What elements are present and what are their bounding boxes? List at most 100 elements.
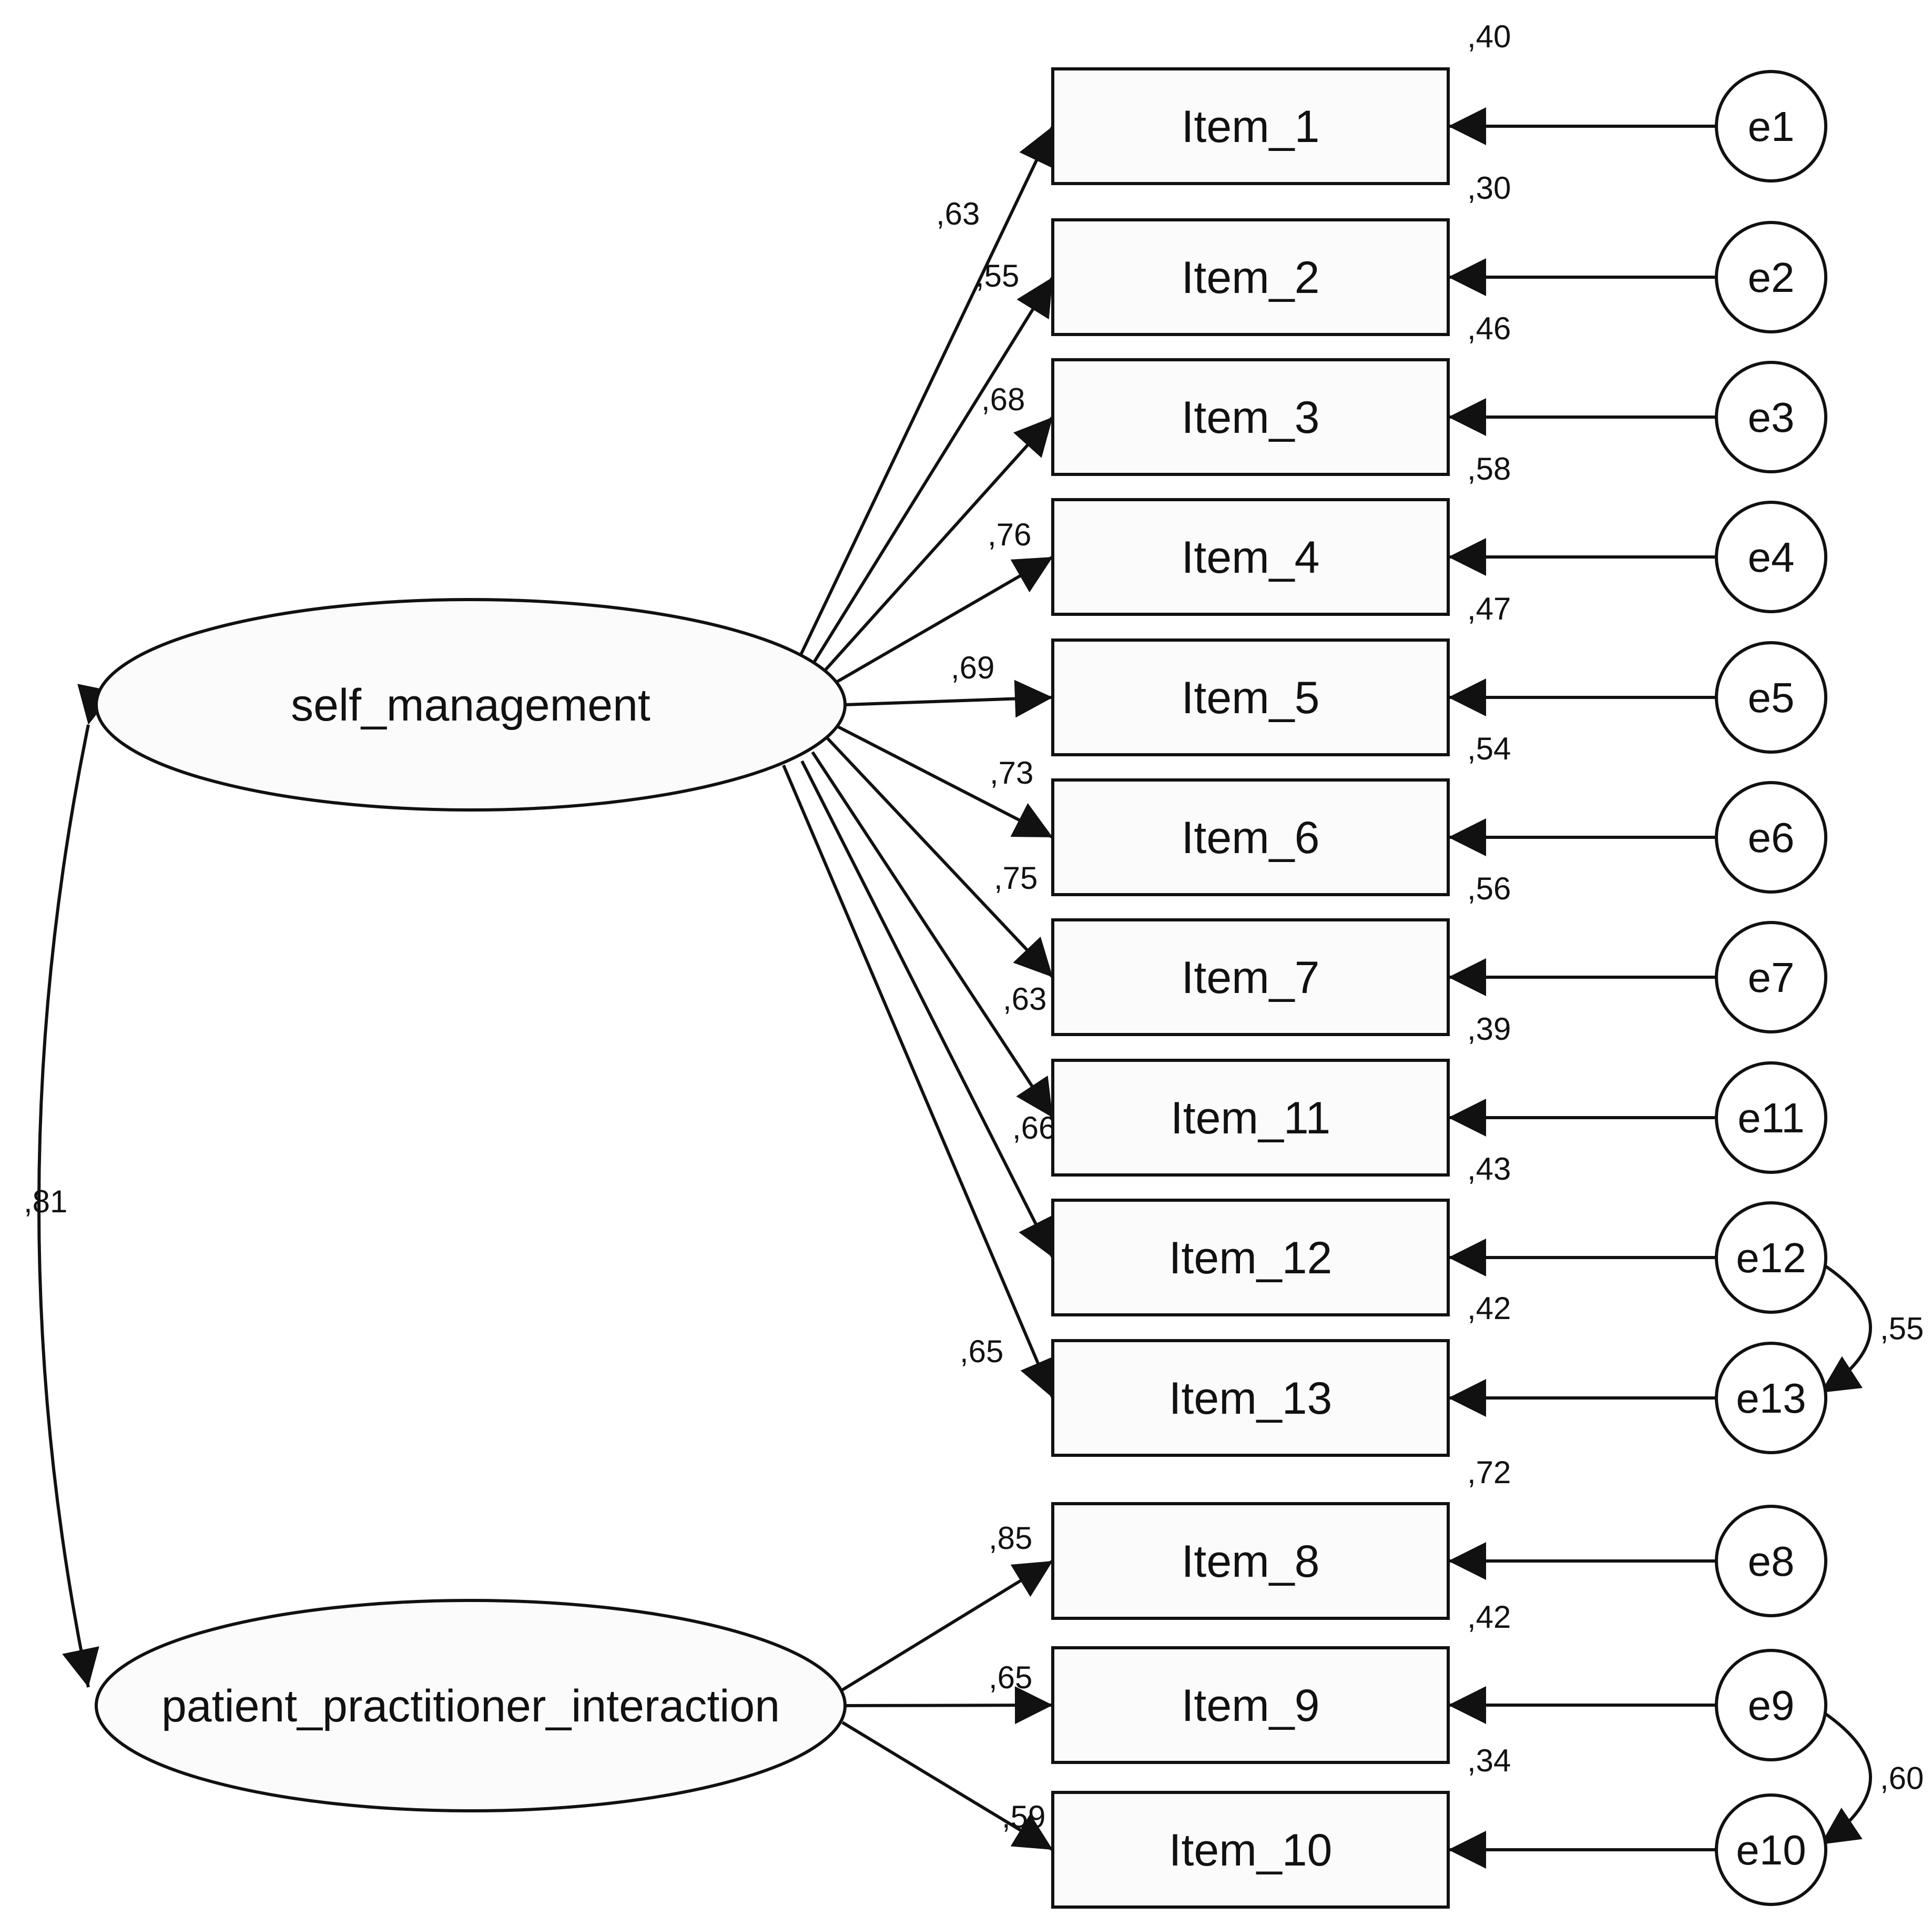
error-label-e3: e3 [1748, 394, 1795, 441]
loading-label-item-10: ,59 [1002, 1799, 1045, 1834]
error-covariance-path-e12-e13 [1778, 1226, 1872, 1394]
error-covariance-label-e12-e13: ,55 [1880, 1311, 1924, 1346]
r2-label-item-6: ,54 [1467, 731, 1511, 766]
error-term-e7: e7 [1715, 921, 1827, 1033]
error-circle-e1 [1715, 70, 1827, 183]
item-box-item-5 [1051, 638, 1450, 756]
loading-label-item-13: ,65 [960, 1334, 1003, 1369]
item-label-item-3: Item_3 [1182, 392, 1320, 443]
r2-label-item-1: ,40 [1467, 19, 1511, 54]
loading-label-item-5: ,69 [951, 650, 994, 685]
error-circle-e9 [1715, 1649, 1827, 1761]
item-item-12: Item_12 ,43 [1051, 1151, 1511, 1316]
loading-label-item-3: ,68 [981, 382, 1025, 417]
item-item-3: Item_3 ,46 [1051, 311, 1511, 476]
loading-path-item-1 [797, 125, 1054, 661]
item-label-item-9: Item_9 [1182, 1680, 1320, 1731]
error-covariance-path-e9-e10 [1778, 1673, 1872, 1846]
error-term-e11: e11 [1715, 1061, 1827, 1174]
error-circle-e12 [1715, 1201, 1827, 1314]
error-term-e1: e1 [1715, 70, 1827, 183]
item-item-10: Item_10 ,34 [1051, 1743, 1511, 1909]
r2-label-item-9: ,42 [1467, 1599, 1511, 1635]
error-label-e1: e1 [1748, 103, 1795, 150]
error-label-e12: e12 [1736, 1234, 1806, 1281]
loading-path-item-5 [844, 680, 1053, 718]
loading-path-item-10 [841, 1721, 1054, 1851]
error-term-e6: e6 [1715, 781, 1827, 894]
item-box-item-10 [1051, 1791, 1450, 1909]
loading-path-item-2 [808, 276, 1054, 670]
loading-label-item-7: ,75 [994, 860, 1038, 896]
loading-path-item-7 [824, 735, 1054, 979]
item-item-13: Item_13 ,42 [1051, 1291, 1511, 1457]
error-label-e7: e7 [1748, 954, 1795, 1001]
error-label-e6: e6 [1748, 814, 1795, 861]
r2-label-item-4: ,58 [1467, 451, 1511, 486]
factor-correlation-label: ,81 [24, 1184, 67, 1219]
item-item-4: Item_4,58 [1051, 451, 1511, 616]
item-item-5: Item_5 ,47 [1051, 591, 1511, 756]
loading-path-item-4 [830, 555, 1054, 687]
item-box-item-1 [1051, 67, 1450, 185]
error-term-e9: e9 [1715, 1649, 1827, 1761]
item-item-11: Item_11 ,39 [1051, 1011, 1511, 1177]
item-label-item-10: Item_10 [1169, 1825, 1333, 1876]
item-label-item-2: Item_2 [1182, 252, 1320, 303]
error-term-e5: e5 [1715, 641, 1827, 754]
latent-self-management: self_management [95, 598, 847, 812]
observed-items: Item_1,40Item_2,30Item_3,46Item_4,58Item… [1051, 19, 1511, 1909]
item-label-item-13: Item_13 [1169, 1373, 1333, 1424]
item-label-item-11: Item_11 [1171, 1093, 1330, 1143]
item-label-item-5: Item_5 [1182, 673, 1320, 723]
error-label-e13: e13 [1736, 1375, 1806, 1422]
r2-label-item-10: ,34 [1467, 1743, 1511, 1778]
factor-correlation-path [37, 684, 115, 1688]
loading-label-item-9: ,65 [989, 1660, 1032, 1695]
error-label-e11: e11 [1737, 1094, 1805, 1141]
item-label-item-6: Item_6 [1182, 813, 1320, 863]
error-label-e5: e5 [1748, 674, 1795, 721]
r2-label-item-5: ,47 [1467, 591, 1511, 626]
error-term-e2: e2 [1715, 221, 1827, 333]
item-label-item-12: Item_12 [1169, 1233, 1333, 1283]
loading-paths: ,63,55,68,76,69,73,75,63,66,65,85,65,59 [782, 125, 1056, 1851]
error-label-e10: e10 [1736, 1827, 1806, 1873]
item-label-item-8: Item_8 [1182, 1536, 1320, 1587]
item-item-1: Item_1 ,40 [1051, 19, 1511, 185]
loading-path-item-8 [841, 1559, 1054, 1691]
r2-label-item-11: ,39 [1467, 1011, 1511, 1047]
loading-label-item-12: ,66 [1012, 1110, 1056, 1146]
item-item-8: Item_8,72 [1051, 1455, 1511, 1620]
latent-patient-practitioner-interaction: patient_practitioner_interaction [95, 1599, 847, 1812]
error-circle-e3 [1715, 361, 1827, 473]
r2-label-item-3: ,46 [1467, 311, 1511, 346]
r2-label-item-13: ,42 [1467, 1291, 1511, 1326]
error-term-e3: e3 [1715, 361, 1827, 473]
error-paths [1448, 107, 1716, 1869]
item-box-item-7 [1051, 918, 1450, 1036]
item-label-item-7: Item_7 [1182, 952, 1320, 1003]
error-circle-e4 [1715, 501, 1827, 613]
error-circle-e5 [1715, 641, 1827, 754]
r2-label-item-2: ,30 [1467, 170, 1511, 206]
item-label-item-1: Item_1 [1182, 102, 1320, 152]
item-item-9: Item_9 ,42 [1051, 1599, 1511, 1764]
item-box-item-4 [1051, 498, 1450, 616]
error-label-e2: e2 [1748, 254, 1795, 301]
item-box-item-9 [1051, 1646, 1450, 1764]
loading-label-item-1: ,63 [936, 196, 980, 231]
error-label-e8: e8 [1748, 1538, 1795, 1585]
error-term-e12: e12 [1715, 1201, 1827, 1314]
error-circle-e11 [1715, 1061, 1827, 1174]
item-box-item-13 [1051, 1339, 1450, 1457]
error-covariance-paths: ,55,60 [1778, 1226, 1924, 1846]
error-circle-e10 [1715, 1793, 1827, 1906]
latent-ppi-label: patient_practitioner_interaction [161, 1681, 780, 1731]
loading-path-item-11 [811, 751, 1054, 1119]
item-box-item-2 [1051, 218, 1450, 336]
item-box-item-11 [1051, 1059, 1450, 1177]
r2-label-item-12: ,43 [1467, 1151, 1511, 1187]
error-circle-e13 [1715, 1342, 1827, 1454]
